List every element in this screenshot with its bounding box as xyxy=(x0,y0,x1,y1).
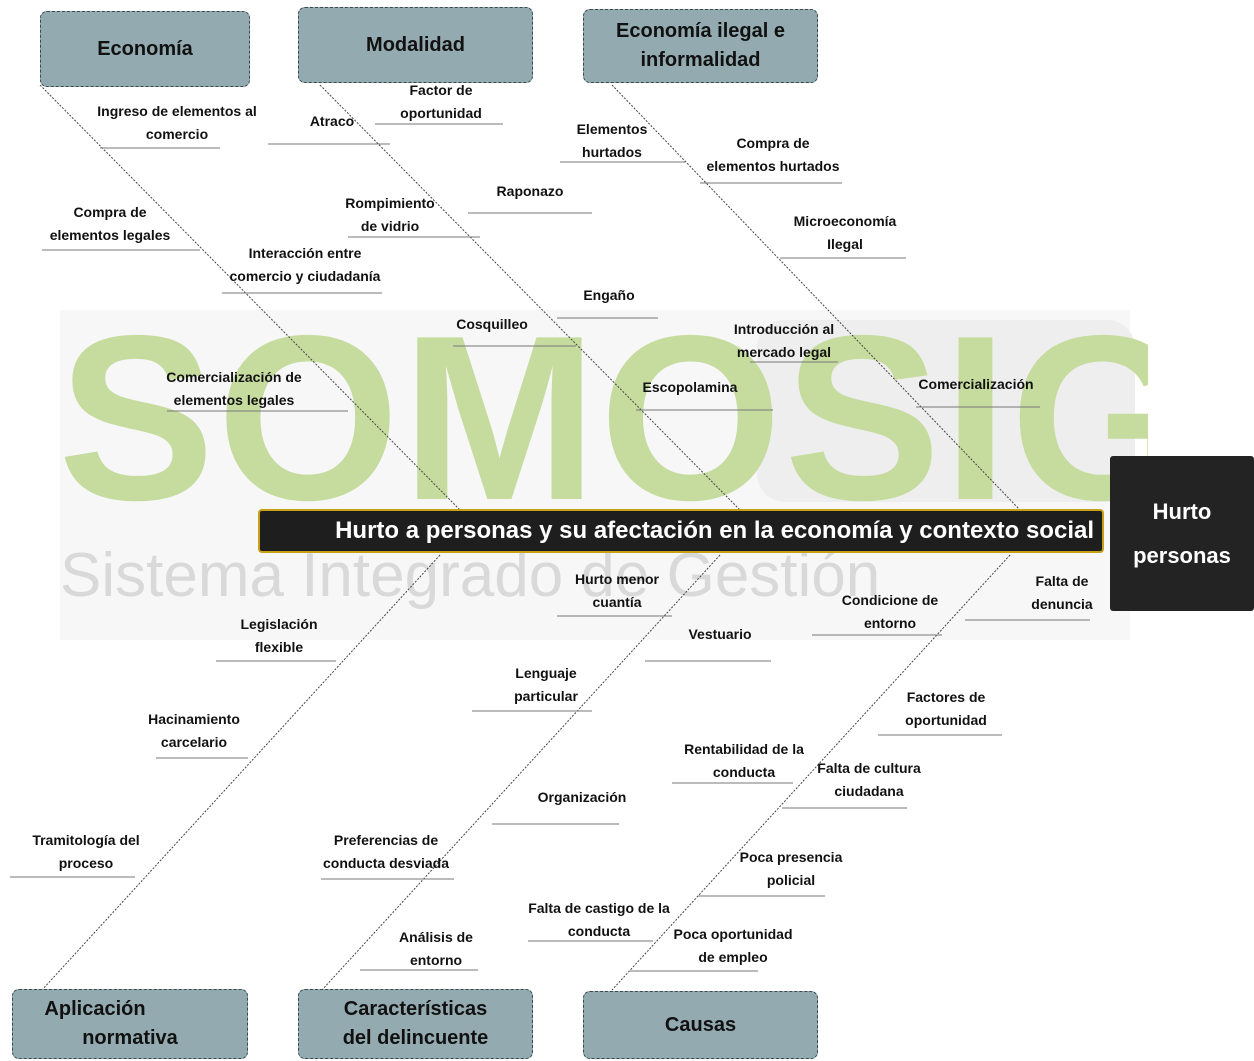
category-aplicacion-line1: Aplicación xyxy=(44,998,146,1020)
category-causas[interactable]: Causas xyxy=(583,991,818,1059)
cause-label: Comercialización xyxy=(918,376,1034,392)
watermark-brand: SOMOSIG xyxy=(58,318,1148,518)
cause-label: Cosquilleo xyxy=(456,316,528,332)
bone-economia xyxy=(39,84,461,511)
category-caracteristicas-line2: del delincuente xyxy=(342,1027,489,1049)
cause-label: Organización xyxy=(537,789,627,805)
bone-aplicacion xyxy=(41,554,441,991)
bone-caracteristicas xyxy=(321,554,721,991)
effect-head[interactable]: Hurto personas xyxy=(1110,456,1254,611)
bone-causas xyxy=(611,554,1011,991)
effect-head-line2: personas xyxy=(1133,542,1231,568)
category-aplicacion-line2: normativa xyxy=(82,1027,178,1049)
category-aplicacion-normativa[interactable]: Aplicación normativa xyxy=(12,989,248,1059)
category-economia-ilegal-line1: Economía ilegal e xyxy=(616,20,785,42)
category-economia-label: Economía xyxy=(97,37,193,60)
effect-title: Hurto a personas y su afectación en la e… xyxy=(335,517,1094,544)
cause-label: Vestuario xyxy=(688,626,752,642)
effect-spine[interactable]: Hurto a personas y su afectación en la e… xyxy=(258,509,1104,553)
cause-label: Raponazo xyxy=(496,183,564,199)
effect-head-line1: Hurto xyxy=(1152,498,1212,524)
bone-economia-ilegal xyxy=(611,84,1021,511)
category-modalidad-label: Modalidad xyxy=(366,33,465,56)
category-economia-ilegal-line2: informalidad xyxy=(640,49,761,71)
cause-label: Engaño xyxy=(583,287,635,303)
category-economia-ilegal[interactable]: Economía ilegal e informalidad xyxy=(583,9,818,83)
category-economia[interactable]: Economía xyxy=(40,11,250,87)
category-modalidad[interactable]: Modalidad xyxy=(298,7,533,83)
category-causas-label: Causas xyxy=(664,1013,737,1036)
cause-label: Escopolamina xyxy=(642,379,738,395)
category-caracteristicas-line1: Características xyxy=(343,998,488,1020)
watermark-logo-box xyxy=(757,320,1135,502)
cause-label: Atraco xyxy=(309,113,355,129)
category-caracteristicas[interactable]: Características del delincuente xyxy=(298,989,533,1059)
bone-modalidad xyxy=(319,84,741,511)
